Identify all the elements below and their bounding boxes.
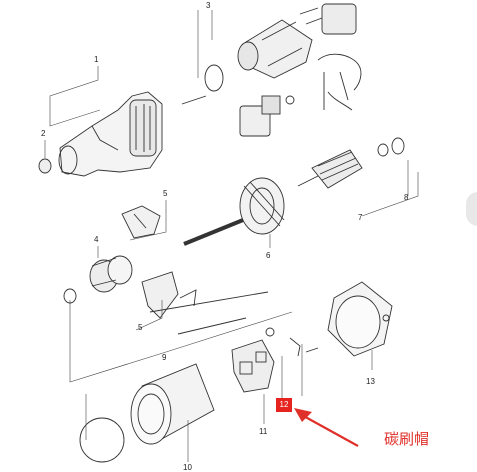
lever-assembly <box>141 271 197 319</box>
part-number-11: 11 <box>259 427 268 436</box>
part-number-5-upper: 5 <box>163 189 168 198</box>
switch-block <box>239 95 295 137</box>
part-number-1: 1 <box>94 55 99 64</box>
scroll-handle[interactable] <box>466 192 477 226</box>
part-number-9: 9 <box>162 353 167 362</box>
callout-arrow <box>294 408 359 447</box>
washers <box>377 137 405 157</box>
armature <box>183 177 285 246</box>
brush-cap-callout-label: 碳刷帽 <box>384 430 430 448</box>
bushing <box>38 158 52 174</box>
part-number-7: 7 <box>358 213 363 222</box>
commutator <box>297 149 363 189</box>
through-bolts <box>149 291 269 335</box>
bolt <box>181 95 207 105</box>
yoke-housing <box>79 363 215 463</box>
part-number-3: 3 <box>206 1 211 10</box>
part-labels: 1 2 3 4 5 5 6 7 8 9 10 11 13 <box>41 1 409 472</box>
wire-harness <box>317 53 362 111</box>
part-number-13: 13 <box>366 377 375 386</box>
end-cap <box>327 281 393 357</box>
drive-end-housing <box>58 91 163 177</box>
part-number-8: 8 <box>404 193 409 202</box>
fork-lever <box>121 205 161 239</box>
part-number-4: 4 <box>94 235 99 244</box>
leader-lines <box>44 10 419 462</box>
part-number-5-lower: 5 <box>138 323 143 332</box>
brush-holder <box>231 327 319 393</box>
part-number-10: 10 <box>183 463 192 472</box>
part-number-6: 6 <box>266 251 271 260</box>
solenoid <box>204 3 357 92</box>
pinion-drive <box>63 255 133 304</box>
part-number-2: 2 <box>41 129 46 138</box>
part-number-12-highlight: 12 <box>276 398 292 412</box>
